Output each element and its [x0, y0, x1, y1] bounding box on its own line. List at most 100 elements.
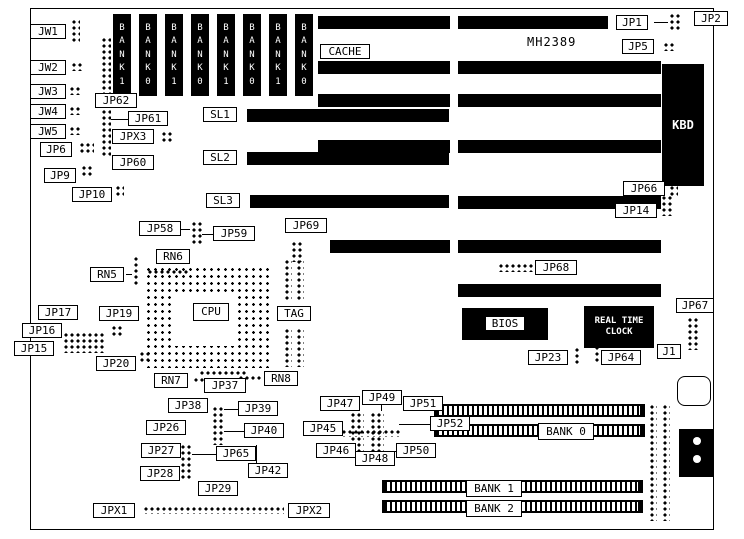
isa-slot-1b: [458, 16, 608, 29]
jp69-header: [290, 240, 302, 262]
bank2-label: BANK 2: [466, 500, 522, 517]
jp46-label: JP46: [316, 443, 356, 458]
jp26-label: JP26: [146, 420, 186, 435]
kbd-connector: KBD: [662, 64, 704, 186]
tag-sram-3: [283, 327, 292, 367]
jp37-pins: [198, 369, 248, 377]
rn5-network: [132, 255, 139, 287]
slot-sl1: [247, 109, 449, 122]
jp67-label: JP67: [676, 298, 714, 313]
jp50-label: JP50: [396, 443, 436, 458]
jp59-label: JP59: [213, 226, 255, 241]
leader-line-jp65: [192, 454, 216, 455]
jp29-label: JP29: [198, 481, 238, 496]
jp20-pins: [138, 350, 152, 364]
jpx1-jpx2-pins: [142, 505, 284, 514]
leader-line-jp59: [202, 234, 213, 235]
jp58-jp59-header: [190, 220, 202, 246]
bios-label: BIOS: [485, 316, 525, 331]
bank1-label: BANK 1: [466, 480, 522, 497]
leader-line-jp1: [654, 22, 668, 23]
jp51-label: JP51: [403, 396, 443, 411]
leader-line-jp49: [381, 405, 382, 411]
jpx1-label: JPX1: [93, 503, 135, 518]
jw4-label: JW4: [30, 104, 66, 119]
component-outline: [677, 376, 711, 406]
jp17-label: JP17: [38, 305, 78, 320]
jp5-pins: [662, 41, 676, 51]
isa-slot-3a: [318, 94, 450, 107]
sl1-label: SL1: [203, 107, 237, 122]
power-pad-2: [693, 455, 701, 463]
jp20-label: JP20: [96, 356, 136, 371]
rtc-chip: REAL TIME CLOCK: [584, 306, 654, 348]
tag-sram-1: [283, 258, 292, 302]
isa-slot-4a: [318, 140, 450, 153]
jp2-label: JP2: [694, 11, 728, 26]
tag-sram-2: [295, 258, 304, 302]
cpu-label: CPU: [193, 303, 229, 321]
jp9-pins: [80, 164, 92, 176]
jp23-pins: [573, 346, 580, 364]
isa-slot-6a: [330, 240, 450, 253]
rn8-network: [237, 374, 263, 381]
jp68-pins: [497, 262, 534, 272]
jp27-label: JP27: [141, 443, 181, 458]
jp19-pins: [110, 324, 122, 336]
jp16-label: JP16: [22, 323, 62, 338]
leader-line-rn5: [126, 274, 132, 275]
jp60-label: JP60: [112, 155, 154, 170]
jp5-label: JP5: [622, 39, 654, 54]
jp10-label: JP10: [72, 187, 112, 202]
edge-pins-2: [661, 403, 670, 521]
jpx2-label: JPX2: [288, 503, 330, 518]
jp6-label: JP6: [40, 142, 72, 157]
edge-pins-1: [648, 403, 657, 521]
jw5-label: JW5: [30, 124, 66, 139]
jp14-pins: [660, 194, 672, 216]
isa-slot-1a: [318, 16, 450, 29]
jp37-label: JP37: [204, 378, 246, 393]
jw2-pins: [70, 61, 84, 71]
rn7-label: RN7: [154, 373, 188, 388]
tag-sram-4: [295, 327, 304, 367]
jumper-header-1: [211, 405, 224, 445]
jp64-pins: [593, 344, 600, 362]
jp19-label: JP19: [99, 306, 139, 321]
jumper-block-3: [340, 428, 400, 437]
cache-label: CACHE: [320, 44, 370, 59]
rn6-label: RN6: [156, 249, 190, 264]
isa-slot-7b: [458, 284, 661, 297]
jp15-17-pins: [62, 331, 104, 353]
jp15-label: JP15: [14, 341, 54, 356]
isa-slot-2b: [458, 61, 661, 74]
jw3-label: JW3: [30, 84, 66, 99]
jw3-pins: [68, 85, 82, 95]
isa-slot-2a: [318, 61, 450, 74]
power-pad-1: [693, 437, 701, 445]
jp61-label: JP61: [128, 111, 168, 126]
jp52-label: JP52: [430, 416, 470, 431]
leader-line-jp42: [256, 445, 257, 463]
jp49-label: JP49: [362, 390, 402, 405]
rn5-label: RN5: [90, 267, 124, 282]
leader-line-jp40: [224, 431, 244, 432]
leader-line-jp39: [224, 409, 238, 410]
jp48-label: JP48: [355, 451, 395, 466]
jp58-label: JP58: [139, 221, 181, 236]
jp64-label: JP64: [601, 350, 641, 365]
board-part-number: MH2389: [527, 35, 577, 49]
jp1-label: JP1: [616, 15, 648, 30]
j1-label: J1: [657, 344, 681, 359]
rn8-label: RN8: [264, 371, 298, 386]
jw1-pins: [70, 18, 80, 44]
jp68-label: JP68: [535, 260, 577, 275]
jw1-label: JW1: [30, 24, 66, 39]
jp47-label: JP47: [320, 396, 360, 411]
